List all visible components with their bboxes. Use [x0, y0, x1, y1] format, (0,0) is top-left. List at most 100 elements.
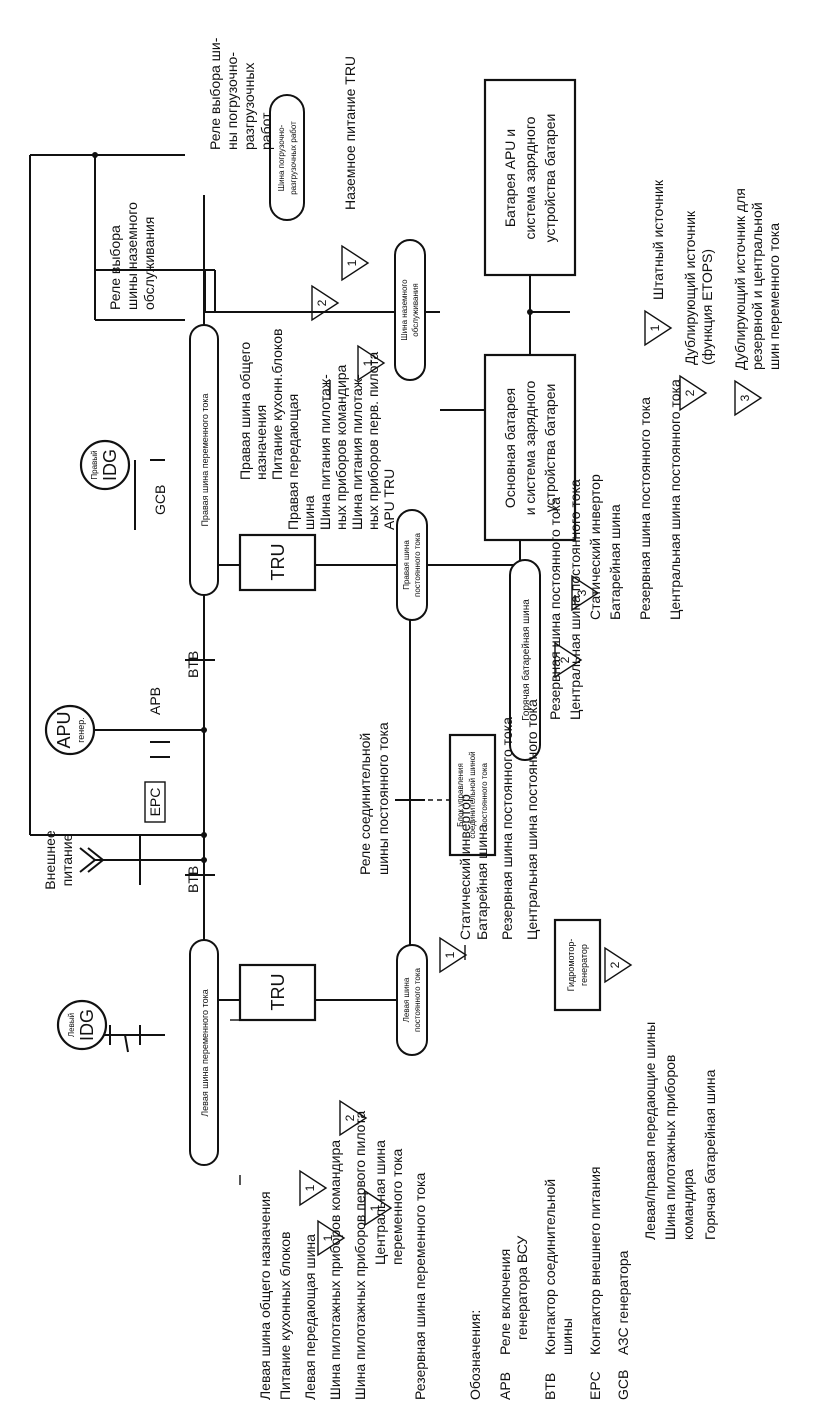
badge-2: 2 [554, 641, 583, 679]
ground-tru-power-label: Наземное питание TRU [342, 56, 358, 210]
svg-text:ных приборов перв. пилота: ных приборов перв. пилота [365, 352, 381, 530]
svg-text:Питание кухонн.блоков: Питание кухонн.блоков [269, 329, 285, 480]
svg-text:1: 1 [361, 359, 375, 366]
legend-code-gcb: GCB [615, 1370, 631, 1400]
svg-text:2: 2 [343, 1114, 357, 1121]
svg-text:Реле соединительной: Реле соединительной [357, 733, 373, 875]
main-battery-line1: Основная батарея [502, 388, 518, 508]
dc-tie-control-unit: Блок управления соединительной шиной пос… [448, 733, 497, 857]
svg-text:Резервная шина постоянного ток: Резервная шина постоянного тока [637, 397, 653, 620]
cargo-bus-line2: разгрузочных работ [289, 121, 298, 195]
svg-text:Центральная шина постоянного т: Центральная шина постоянного тока [567, 479, 583, 720]
left-dc-bus: Левая шина постоянного тока [396, 944, 428, 1056]
note-3: 3 Дублирующий источник для резервной и ц… [732, 188, 782, 417]
svg-text:шины: шины [559, 1318, 575, 1355]
left-ac-bus-label: Левая шина переменного тока [200, 989, 210, 1116]
hydro-line1: Гидромотор- [566, 939, 576, 992]
svg-text:Батарейная шина: Батарейная шина [474, 824, 490, 940]
svg-text:переменного тока: переменного тока [389, 1148, 405, 1265]
main-battery-line2: и система зарядного [522, 381, 538, 516]
dc-tie-control-line2: соединительной шиной [468, 751, 477, 838]
external-power-line1: Внешнее [42, 830, 58, 890]
svg-text:2: 2 [608, 961, 622, 968]
badge-1: 1 [439, 936, 468, 974]
svg-text:1: 1 [321, 1234, 335, 1241]
hydro-loads: Левая/правая передающие шины Шина пилота… [642, 1022, 718, 1240]
dc-tie-control-line3: постоянного тока [480, 762, 489, 827]
svg-text:шины наземного: шины наземного [124, 202, 140, 310]
svg-text:Статический инвертор: Статический инвертор [457, 794, 473, 940]
svg-text:APU TRU: APU TRU [381, 469, 397, 530]
svg-text:Статический инвертор: Статический инвертор [587, 474, 603, 620]
badge-2: 2 [604, 946, 633, 984]
legend-code-apb: APB [497, 1372, 513, 1400]
left-idg-line1: Левый [67, 1013, 76, 1037]
svg-text:шины постоянного тока: шины постоянного тока [375, 722, 391, 875]
right-dc-bus-line1: Правая шина [402, 540, 411, 590]
tru-left-label: TRU [268, 974, 288, 1011]
svg-text:1: 1 [303, 1184, 317, 1191]
legend-code-btb: BTB [542, 1373, 558, 1400]
legend-title: Обозначения: [467, 1310, 483, 1400]
badge-1: 1 [317, 1219, 346, 1257]
ground-service-bus-line2: обслуживания [411, 283, 420, 336]
svg-text:Дублирующий источник: Дублирующий источник [682, 210, 698, 365]
badge-2: 2 [311, 284, 340, 322]
svg-text:Левая/правая передающие шины: Левая/правая передающие шины [642, 1022, 658, 1240]
svg-text:Шина пилотажных приборов коман: Шина пилотажных приборов командира [327, 1140, 343, 1400]
note-1: 1 Штатный источник [644, 179, 673, 347]
svg-text:командира: командира [680, 1169, 696, 1240]
svg-text:1: 1 [648, 324, 662, 331]
svg-text:Центральная шина постоянного т: Центральная шина постоянного тока [524, 699, 540, 940]
tru-right: TRU [238, 533, 317, 592]
left-dc-loads: Статический инвертор Батарейная шина Рез… [457, 699, 540, 940]
wiring [29, 154, 576, 1185]
svg-text:Левая передающая шина: Левая передающая шина [302, 1234, 318, 1400]
right-idg: Правый IDG [79, 439, 131, 491]
legend: Обозначения: APB Реле включения генерато… [467, 1167, 631, 1400]
btb-left-label: BTB [185, 866, 201, 893]
svg-text:шина: шина [301, 495, 317, 530]
apu-battery: Батарея APU и система зарядного устройст… [483, 78, 577, 277]
svg-text:Батарейная шина: Батарейная шина [607, 504, 623, 620]
left-dc-bus-line2: постоянного тока [413, 967, 422, 1032]
svg-text:шин переменного тока: шин переменного тока [766, 223, 782, 370]
svg-text:Шина питания пилотаж-: Шина питания пилотаж- [317, 374, 333, 530]
right-ac-loads: Правая шина общего назначения Питание ку… [237, 329, 397, 530]
apu-battery-line3: устройства батареи [542, 114, 558, 243]
svg-text:Реле выбора ши-: Реле выбора ши- [207, 37, 223, 150]
svg-text:1: 1 [368, 1204, 382, 1211]
svg-text:2: 2 [558, 656, 572, 663]
left-dc-bus-line1: Левая шина [402, 977, 411, 1022]
svg-text:Резервная шина постоянного ток: Резервная шина постоянного тока [547, 497, 563, 720]
svg-text:3: 3 [738, 394, 752, 401]
svg-text:ны погрузочно-: ны погрузочно- [224, 52, 240, 150]
apu-battery-line2: система зарядного [522, 116, 538, 239]
right-dc-loads: Резервная шина постоянного тока Централь… [547, 479, 583, 720]
apu-generator: APU генер. [44, 704, 96, 756]
svg-text:АЗС генератора: АЗС генератора [615, 1250, 631, 1355]
ground-service-bus: Шина наземного обслуживания [394, 239, 426, 381]
hot-battery-bus: Горячая батарейная шина [509, 559, 541, 761]
ground-service-bus-line1: Шина наземного [400, 279, 409, 341]
svg-text:Питание кухонных блоков: Питание кухонных блоков [277, 1232, 293, 1401]
svg-text:резервной и центральной: резервной и центральной [749, 202, 765, 370]
svg-text:генератора ВСУ: генератора ВСУ [514, 1236, 530, 1340]
svg-text:Резервная шина постоянного ток: Резервная шина постоянного тока [499, 717, 515, 940]
cargo-bus: Шина погрузочно- разгрузочных работ [269, 94, 305, 221]
svg-text:Шина питания пилотаж-: Шина питания пилотаж- [349, 374, 365, 530]
cargo-bus-line1: Шина погрузочно- [277, 124, 286, 191]
right-idg-line2: IDG [100, 449, 120, 481]
notes: 1 Штатный источник 2 Дублирующий источни… [644, 179, 782, 417]
svg-text:Горячая батарейная шина: Горячая батарейная шина [702, 1069, 718, 1240]
right-idg-line1: Правый [90, 450, 99, 479]
apb-label: APB [147, 687, 163, 715]
note-2: 2 Дублирующий источник (функция ETOPS) [679, 210, 715, 412]
apu-line1: APU [54, 711, 74, 748]
apu-line2: генер. [76, 717, 86, 743]
svg-text:2: 2 [315, 299, 329, 306]
left-idg: Левый IDG [56, 999, 108, 1051]
svg-text:Реле выбора: Реле выбора [107, 225, 123, 310]
